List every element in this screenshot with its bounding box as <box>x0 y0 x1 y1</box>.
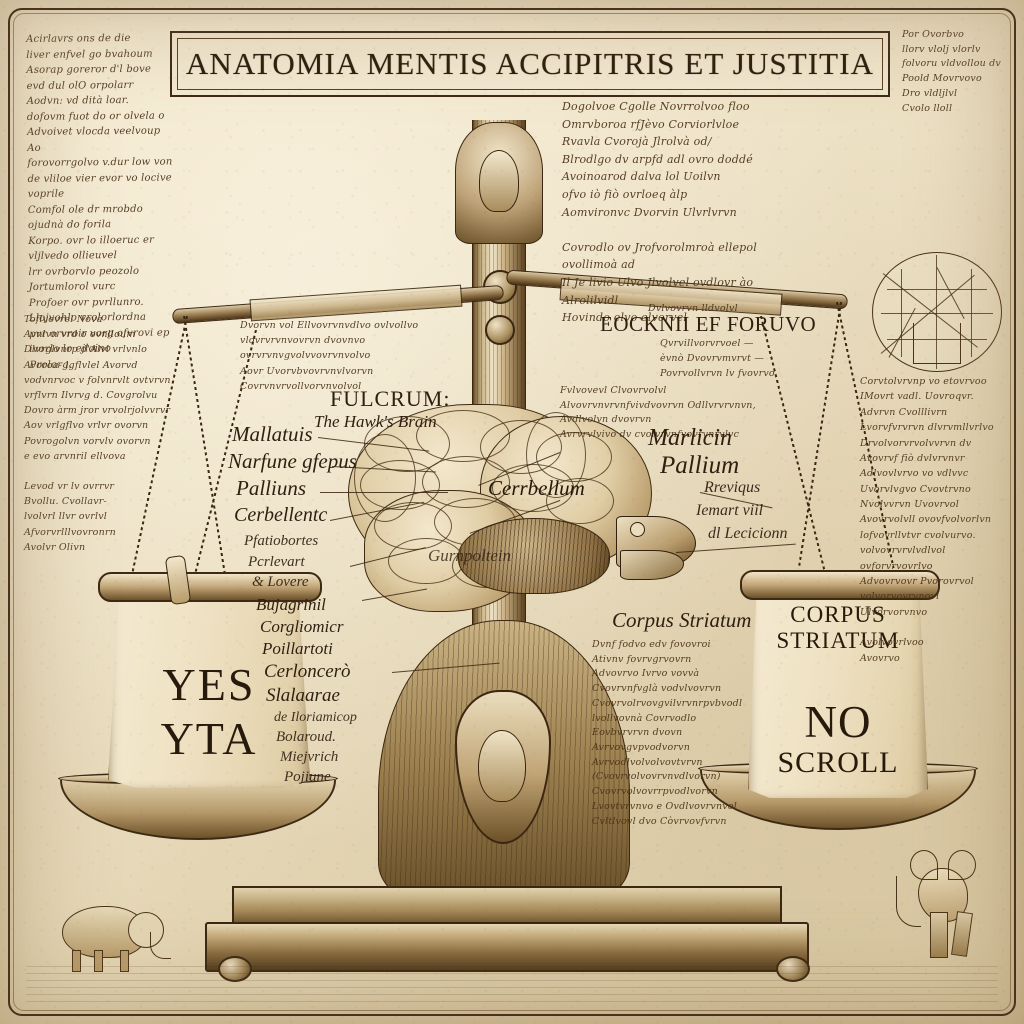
scroll-right-roll <box>740 570 940 600</box>
shield-inner-ornament <box>478 730 526 802</box>
pedestal-foot-left <box>218 956 252 982</box>
left-label-8: Corgliomicr <box>260 617 344 636</box>
gyrus-14 <box>526 412 586 498</box>
label-fulcrum-subtitle: The Hawk's Brain <box>314 412 437 431</box>
brain-icon <box>330 398 696 648</box>
page-border-outer <box>8 8 1016 1016</box>
label-eocknii: EOCKNII EF FORUVO <box>600 312 817 336</box>
left-label-4: Pfatiobortes <box>244 533 319 549</box>
marginalia-left-column: Toflvovrel Novà Avnlvn vrd o ovnlloum Dl… <box>24 314 171 553</box>
geo-grid-v2 <box>971 269 972 357</box>
scroll-left-roll <box>98 572 322 602</box>
leader-palliuns <box>320 492 448 493</box>
marginalia-under-corpus: Dvnf fodvo edv fovovroi Ativnv fovrvgrvo… <box>592 639 743 827</box>
hawk-head-icon <box>616 516 712 580</box>
elephant-leg-2 <box>94 950 103 972</box>
marginalia-top-right: Por Ovorbvo llorv vlolj vlorlv folvoru v… <box>902 29 1001 114</box>
ground-hatching <box>26 966 998 1006</box>
grotesque-horn-left <box>910 850 938 880</box>
scroll-left: YES YTA <box>108 582 310 788</box>
left-label-stack: Mallatuis Narfune gfepus Palliuns Cerbel… <box>228 422 392 785</box>
geo-grid-h1 <box>887 289 987 290</box>
page-border-inner <box>13 13 1011 1011</box>
left-label-12: de Iloriamicop <box>274 710 357 725</box>
scroll-right-line2: SCROLL <box>777 746 899 779</box>
left-label-2: Palliuns <box>236 476 307 500</box>
geo-grid-v1 <box>901 269 902 357</box>
marginalia-top-center: Dogolvoe Cgolle Novrrolvoo floo Omrvboro… <box>562 100 757 325</box>
geo-axis-vertical <box>936 255 937 369</box>
left-label-11: Slalaarae <box>266 685 340 706</box>
scroll-left-line2: YTA <box>160 713 258 764</box>
marginalia-near-beam-left: Dvorvn vol Ellvovrvnvdlvo ovlvollvo vlov… <box>240 320 419 392</box>
geometric-diagram <box>872 252 1002 372</box>
grotesque-leg-left <box>930 912 948 958</box>
label-cerebellum: Cerrbellum <box>488 476 585 500</box>
scroll-left-line1: YES <box>162 659 256 710</box>
scroll-right-heading1: CORPUS <box>790 602 886 627</box>
pillar-boss-lower <box>485 315 515 345</box>
marginalia-right-column: Corvtolvrvnp vo etovrvoo IMovrt vadl. Uo… <box>860 376 994 664</box>
label-pallium: Pallium <box>660 452 740 479</box>
scroll-right: CORPUS STRIATUM NO SCROLL <box>748 580 928 798</box>
right-brain-label-stack: Rreviqus Iemart viil dl Lecicionn <box>696 479 884 542</box>
beak-lower <box>620 550 684 580</box>
right-brain-label-1: Iemart viil <box>696 502 764 519</box>
gyrus-11 <box>354 434 416 522</box>
left-label-3: Cerbellentc <box>234 504 328 526</box>
title-cartouche: ANATOMIA MENTIS ACCIPITRIS ET JUSTITIA <box>170 31 890 97</box>
label-fulcrum-heading: FULCRUM: <box>330 386 451 411</box>
elephant-figure <box>44 900 174 978</box>
right-brain-label-2: dl Lecicionn <box>708 525 788 542</box>
left-label-6: & Lovere <box>252 574 309 590</box>
left-label-0: Mallatuis <box>232 422 313 446</box>
grotesque-figure <box>896 850 992 958</box>
title-inner-rule <box>177 38 883 90</box>
elephant-leg-1 <box>72 950 81 972</box>
grotesque-horn-right <box>948 850 976 880</box>
right-brain-label-0: Rreviqus <box>704 479 761 496</box>
elephant-head <box>128 912 164 948</box>
marginalia-below-eocknii: Qvrvillvorvrvoel — èvnò Dvovrvmvrvt — Po… <box>660 338 775 380</box>
label-marlicin: Marlicin <box>648 425 732 451</box>
left-label-1: Narfune gfepus <box>228 449 357 473</box>
geo-inner-box <box>913 323 961 364</box>
left-label-10: Cerloncerò <box>264 661 351 682</box>
pedestal-base <box>205 922 809 972</box>
left-label-9: Poillartoti <box>262 639 333 658</box>
elephant-leg-3 <box>120 950 129 972</box>
marginalia-above-eocknii: Dvlvovrvn lldvolvl <box>648 303 738 314</box>
hawk-eye <box>630 522 645 537</box>
left-label-15: Pojiune <box>284 769 331 785</box>
cerebellum-structure <box>458 518 610 594</box>
left-label-14: Miejvrich <box>280 749 339 765</box>
label-corpus-striatum-center: Corpus Striatum <box>612 608 752 632</box>
label-gyrus: Gurnpoltein <box>428 546 512 565</box>
geo-grid-h2 <box>881 313 993 314</box>
pedestal-foot-right <box>776 956 810 982</box>
elephant-trunk <box>150 932 171 959</box>
left-label-5: Pcrlevart <box>248 554 305 570</box>
geo-grid-h3 <box>887 339 987 340</box>
left-label-13: Bolaroud. <box>276 729 336 745</box>
left-label-7: Bujagrinil <box>256 595 326 614</box>
scroll-right-line1: NO <box>804 697 872 747</box>
scroll-right-heading2: STRIATUM <box>776 628 900 653</box>
page-title: ANATOMIA MENTIS ACCIPITRIS ET JUSTITIA <box>185 46 875 81</box>
marginalia-above-marlicin: Fvlvovevl Clvovrvolvl Alvovrvnvrvnfvivdv… <box>560 385 756 441</box>
pillar-capital-medallion <box>479 150 519 212</box>
